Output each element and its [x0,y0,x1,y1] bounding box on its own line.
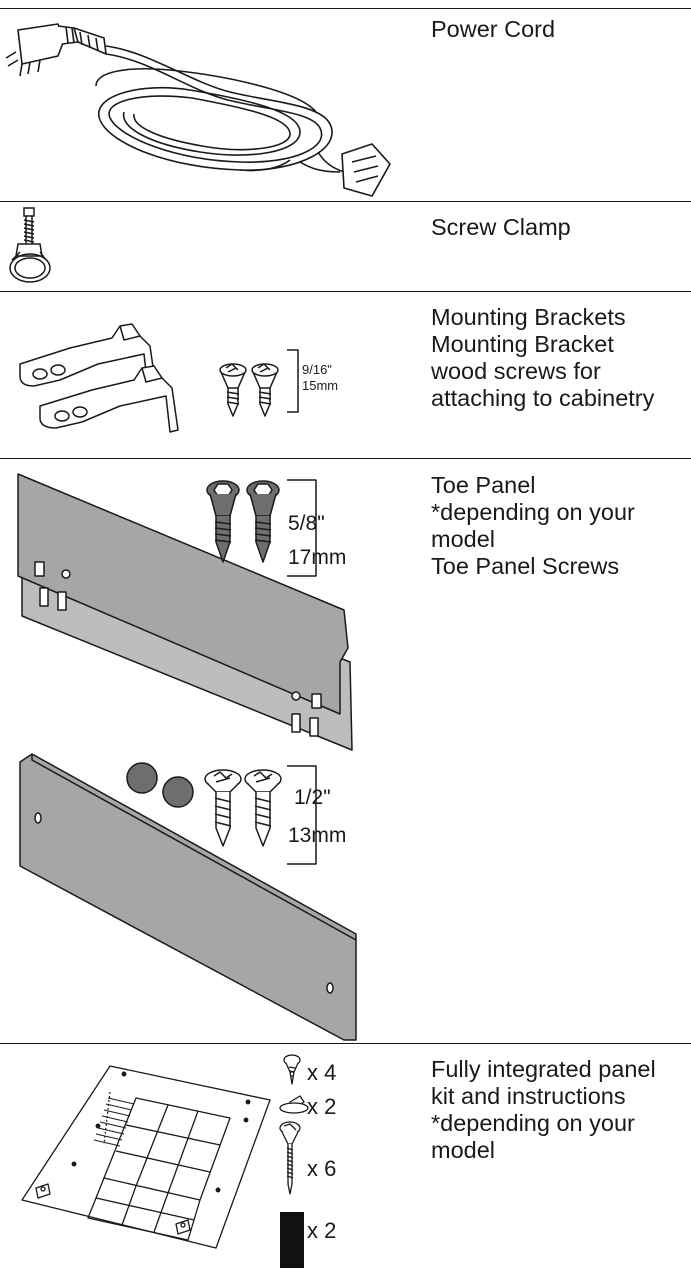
dimension-inch-label: 5/8" [288,512,325,535]
mounting-brackets-label: Mounting Brackets Mounting Bracket wood … [431,304,689,412]
screw-clamp-illustration [0,204,120,290]
label-line: kit and instructions [431,1083,626,1109]
row-divider [0,1043,691,1044]
panel-kit-icon: x 4 x 2 x 6 x 2 [21,1054,336,1268]
toe-panel-icon: 5/8" 17mm 1/2" 13mm [17,473,357,1041]
power-cord-label: Power Cord [431,16,689,43]
count-label: x 4 [307,1060,336,1085]
label-line: Toe Panel [431,472,536,498]
row-divider [0,201,691,202]
dimension-mm-label: 15mm [302,378,338,393]
label-line: wood screws for [431,358,601,384]
dimension-mm-label: 17mm [288,546,346,569]
dimension-mm-label: 13mm [288,824,346,847]
toe-panel-label: Toe Panel *depending on your model Toe P… [431,472,689,580]
label-line: *depending on your [431,1110,635,1136]
toe-panel-illustration: 5/8" 17mm 1/2" 13mm [0,462,420,1042]
power-cord-illustration [0,12,420,197]
label-line: Toe Panel Screws [431,553,620,579]
mounting-brackets-illustration: 9/16" 15mm [0,296,420,451]
count-label: x 2 [307,1094,336,1119]
row-divider [0,8,691,9]
count-label: x 6 [307,1156,336,1181]
count-label: x 2 [307,1218,336,1243]
label-line: Power Cord [431,16,556,42]
dimension-inch-label: 1/2" [294,786,331,809]
label-line: Screw Clamp [431,214,571,240]
dimension-inch-label: 9/16" [302,362,332,377]
panel-kit-label: Fully integrated panel kit and instructi… [431,1056,689,1164]
label-line: model [431,1137,496,1163]
screw-clamp-icon [9,207,51,283]
row-divider [0,458,691,459]
label-line: attaching to cabinetry [431,385,655,411]
row-divider [0,291,691,292]
panel-kit-illustration: x 4 x 2 x 6 x 2 [0,1048,420,1270]
label-line: Fully integrated panel [431,1056,656,1082]
label-line: *depending on your [431,499,635,525]
label-line: model [431,526,496,552]
felt-pad-icon [280,1212,304,1268]
mounting-brackets-icon: 9/16" 15mm [19,323,338,433]
screw-clamp-label: Screw Clamp [431,214,689,241]
power-cord-icon [5,23,391,197]
label-line: Mounting Bracket [431,331,614,357]
label-line: Mounting Brackets [431,304,626,330]
